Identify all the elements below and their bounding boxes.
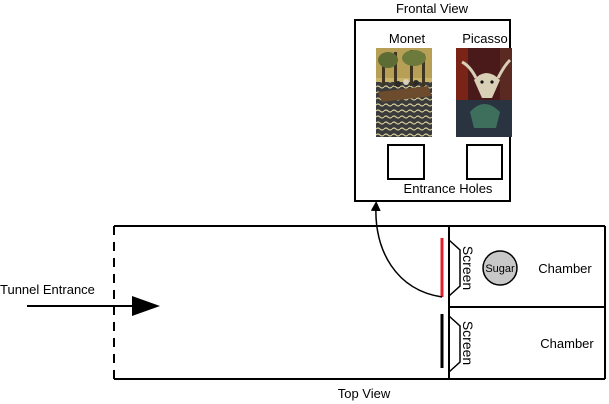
top-view: Tunnel Entrance Screen Screen Sugar Cham…: [0, 225, 606, 401]
screen-upper-label: Screen: [460, 246, 476, 290]
screen-lower-label: Screen: [460, 321, 476, 365]
entrance-hole-left: [387, 144, 425, 180]
screen-lower-bracket: [448, 315, 461, 373]
frontal-view: Frontal View Monet Picasso: [354, 1, 512, 202]
top-view-title: Top View: [338, 386, 391, 401]
picasso-painting: [456, 48, 512, 137]
sugar-label: Sugar: [485, 263, 515, 275]
painting-label-picasso: Picasso: [462, 31, 508, 46]
painting-label-monet: Monet: [389, 31, 426, 46]
chamber-upper-label: Chamber: [538, 261, 592, 276]
screen-upper-bracket: [448, 239, 461, 297]
entrance-hole-right: [466, 144, 503, 180]
monet-painting: [376, 48, 432, 137]
tunnel-entrance-label: Tunnel Entrance: [0, 282, 95, 297]
right-arrow-head: [132, 296, 160, 316]
curved-up-arrow-icon: [370, 201, 443, 298]
frontal-view-title: Frontal View: [396, 1, 469, 16]
sugar-circle: [482, 250, 518, 286]
entrance-holes-label: Entrance Holes: [404, 181, 493, 196]
chamber-lower-label: Chamber: [540, 336, 594, 351]
